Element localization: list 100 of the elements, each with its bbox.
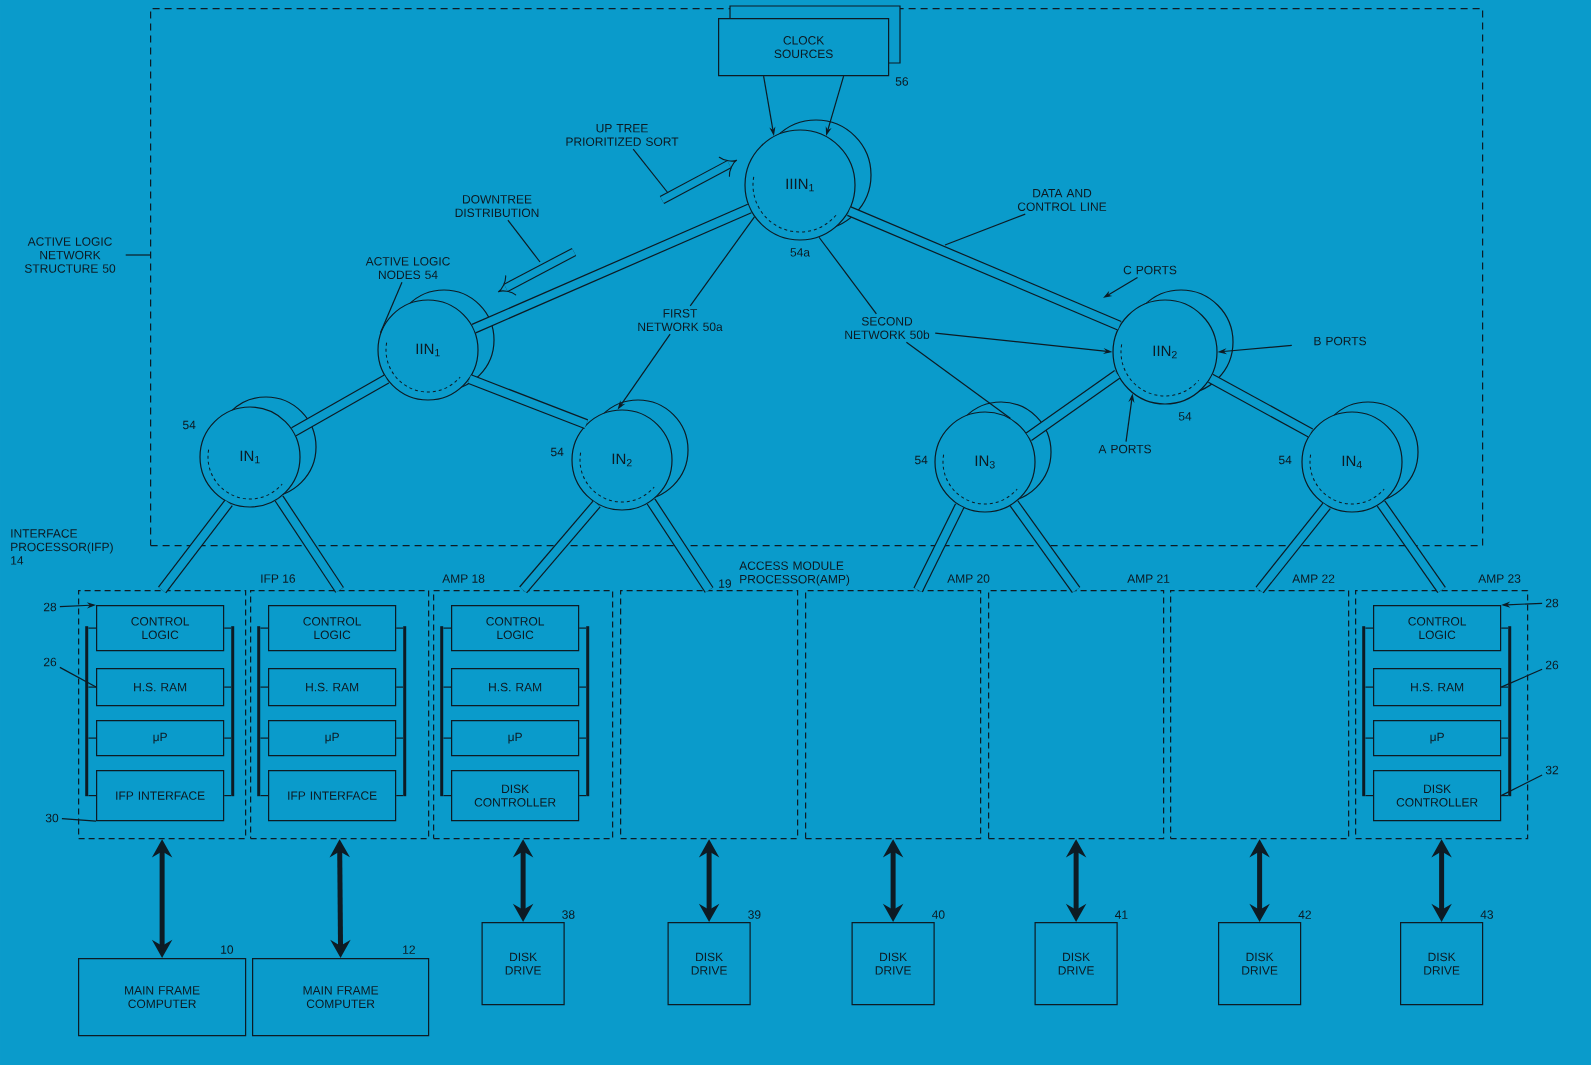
bus-line — [395, 795, 404, 797]
bus-line — [223, 627, 232, 629]
callout-number: 32 — [1545, 765, 1559, 775]
node-label: AMP 22 — [1292, 574, 1335, 583]
component-box: IFP INTERFACE — [96, 770, 225, 822]
annotation-label: SECOND NETWORK 50b — [845, 317, 930, 339]
bus-line — [578, 686, 587, 688]
link-band — [1208, 373, 1314, 438]
leader-line — [1500, 774, 1543, 797]
leader-line — [507, 219, 541, 263]
callout-number: 28 — [1545, 598, 1559, 608]
node-label: AMP 23 — [1478, 574, 1521, 583]
link-band — [913, 503, 965, 593]
disk-drive-box: DISK DRIVE — [1400, 922, 1484, 1006]
bus-line — [259, 795, 269, 797]
reference-number: 54a — [790, 248, 810, 257]
computer-box: MAIN FRAME COMPUTER — [252, 958, 430, 1037]
link-band — [471, 203, 752, 334]
computer-box: MAIN FRAME COMPUTER — [78, 958, 247, 1037]
bus-line — [578, 737, 587, 739]
bus-line — [1364, 737, 1374, 739]
leader-line — [61, 818, 97, 822]
bus-line — [395, 686, 404, 688]
bus-bar — [586, 626, 590, 797]
leader-line — [944, 213, 1026, 246]
leader-line — [59, 666, 97, 688]
reference-number: 54 — [1278, 455, 1292, 465]
disk-drive-box: DISK DRIVE — [481, 922, 565, 1006]
component-box: DISK CONTROLLER — [451, 770, 580, 822]
processor-box: AMP 22 — [1170, 574, 1350, 840]
component-box: IFP INTERFACE — [268, 770, 397, 822]
component-box: H.S. RAM — [1373, 668, 1502, 707]
component-box: μP — [451, 720, 580, 757]
reference-number: 54 — [550, 447, 564, 457]
link-band — [646, 498, 714, 593]
reference-number: 54 — [914, 455, 928, 465]
network-boundary — [150, 8, 1484, 547]
bus-line — [1500, 627, 1509, 629]
bus-line — [259, 686, 269, 688]
link-band — [1255, 502, 1331, 594]
node-label: INTERFACE PROCESSOR(IFP) 14 — [11, 529, 113, 565]
link-band — [291, 374, 390, 437]
link-band — [1025, 369, 1121, 441]
link-band — [519, 500, 601, 594]
bus-line — [1364, 627, 1374, 629]
bus-line — [395, 627, 404, 629]
annotation-label: DATA AND CONTROL LINE — [1017, 189, 1107, 211]
bus-line — [87, 686, 97, 688]
bus-bar — [231, 626, 235, 797]
bus-bar — [257, 626, 261, 797]
component-box: H.S. RAM — [96, 668, 225, 707]
reference-number: 54 — [1178, 412, 1192, 421]
leader-line — [689, 216, 756, 307]
bus-line — [442, 627, 452, 629]
bus-line — [442, 686, 452, 688]
annotation-label: A PORTS — [1098, 444, 1152, 454]
component-box: CONTROL LOGIC — [451, 605, 580, 652]
node-label: AMP 20 — [947, 574, 990, 583]
link-band — [467, 374, 589, 430]
bus-line — [223, 737, 232, 739]
leader-line — [632, 148, 669, 194]
bus-line — [1500, 737, 1509, 739]
component-box: μP — [1373, 720, 1502, 757]
bus-line — [223, 795, 232, 797]
bus-line — [259, 737, 269, 739]
bus-bar — [403, 626, 407, 797]
bus-line — [1364, 686, 1374, 688]
reference-number: 42 — [1298, 910, 1311, 919]
leader-line — [125, 254, 151, 256]
bus-line — [259, 627, 269, 629]
annotation-label: C PORTS — [1123, 265, 1177, 275]
bus-line — [87, 795, 97, 797]
annotation-label: ACTIVE LOGIC NETWORK STRUCTURE 50 — [24, 237, 116, 273]
component-box: DISK CONTROLLER — [1373, 770, 1502, 822]
annotation-label: FIRST NETWORK 50a — [638, 309, 723, 331]
bus-line — [1500, 686, 1509, 688]
component-box: H.S. RAM — [451, 668, 580, 707]
link-band — [157, 499, 233, 594]
bus-line — [442, 795, 452, 797]
disk-drive-box: DISK DRIVE — [1034, 922, 1118, 1006]
bus-line — [578, 627, 587, 629]
bus-line — [1500, 795, 1509, 797]
component-box: CONTROL LOGIC — [1373, 605, 1502, 652]
bus-bar — [1508, 626, 1512, 797]
callout-number: 28 — [43, 602, 57, 612]
reference-number: 43 — [1480, 910, 1494, 919]
link-band — [1009, 500, 1081, 594]
bus-bar — [1362, 626, 1366, 797]
leader-line — [379, 281, 403, 334]
link-band — [274, 495, 344, 593]
bus-bar — [440, 626, 444, 797]
leader-line — [1500, 668, 1543, 688]
component-box: μP — [96, 720, 225, 757]
annotation-label: ACTIVE LOGIC NODES 54 — [365, 257, 450, 279]
bus-bar — [85, 626, 89, 797]
component-box: CONTROL LOGIC — [268, 605, 397, 652]
callout-number: 30 — [45, 813, 59, 823]
reference-number: 54 — [182, 420, 196, 430]
reference-number: 40 — [932, 910, 945, 919]
component-box: μP — [268, 720, 397, 757]
